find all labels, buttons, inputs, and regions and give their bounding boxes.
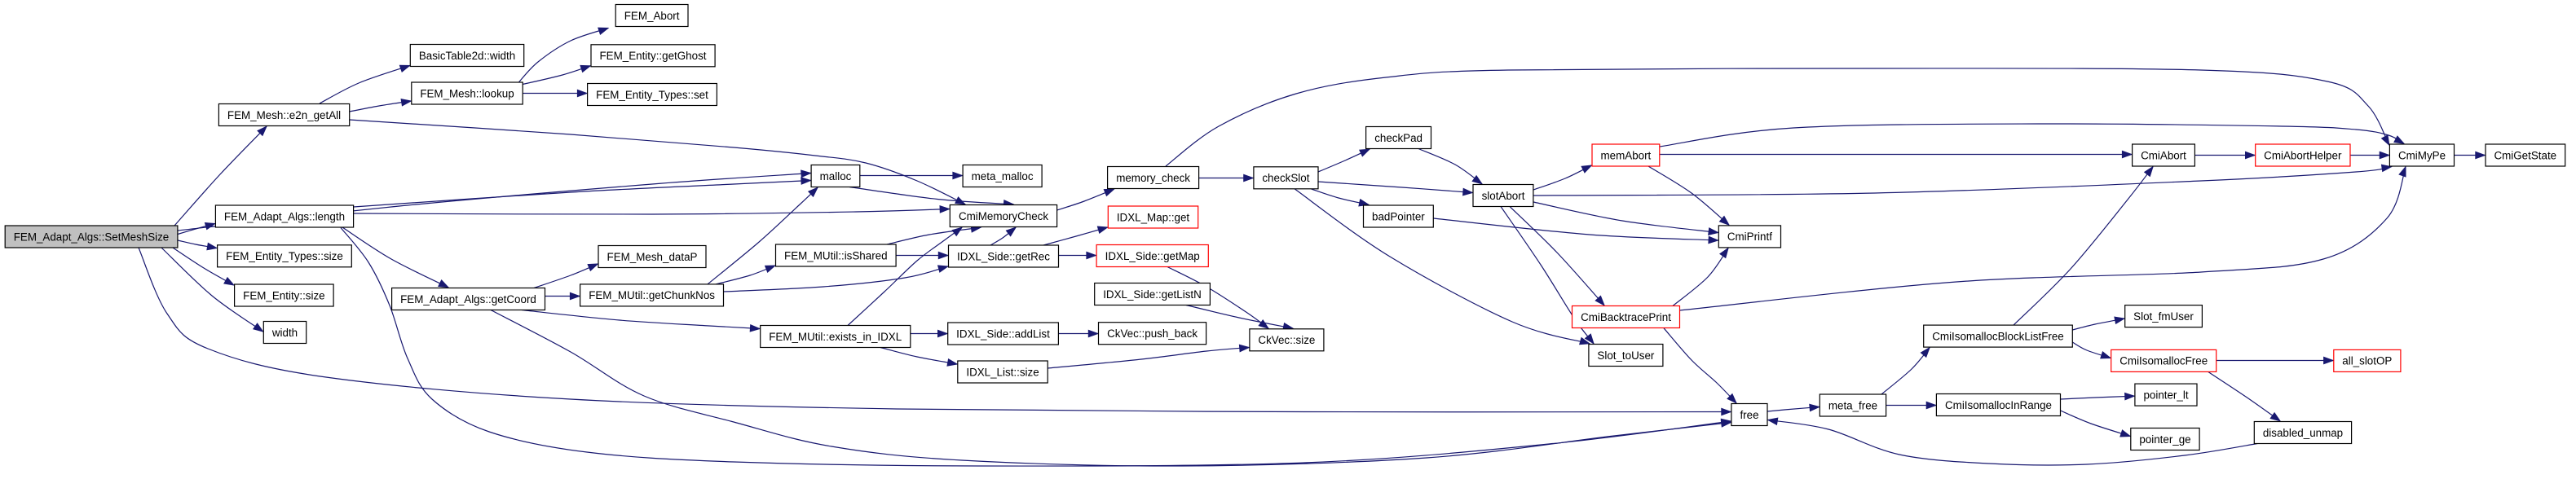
svg-text:pointer_lt: pointer_lt: [2143, 389, 2188, 401]
svg-text:FEM_Mesh::lookup: FEM_Mesh::lookup: [420, 87, 514, 99]
svg-text:Slot_toUser: Slot_toUser: [1597, 349, 1655, 362]
svg-text:CmiAbortHelper: CmiAbortHelper: [2264, 149, 2342, 161]
svg-text:free: free: [1740, 409, 1758, 421]
svg-text:FEM_Abort: FEM_Abort: [624, 10, 680, 22]
svg-text:malloc: malloc: [820, 170, 852, 182]
svg-text:FEM_Adapt_Algs::length: FEM_Adapt_Algs::length: [224, 210, 345, 222]
svg-text:CmiIsomallocInRange: CmiIsomallocInRange: [1945, 399, 2052, 411]
svg-text:FEM_MUtil::isShared: FEM_MUtil::isShared: [784, 249, 888, 261]
svg-text:CmiMemoryCheck: CmiMemoryCheck: [959, 210, 1048, 222]
svg-text:memory_check: memory_check: [1116, 172, 1190, 184]
svg-text:slotAbort: slotAbort: [1482, 190, 1525, 202]
svg-text:CkVec::push_back: CkVec::push_back: [1107, 327, 1198, 340]
svg-text:FEM_Mesh::e2n_getAll: FEM_Mesh::e2n_getAll: [227, 109, 341, 121]
svg-text:CmiMyPe: CmiMyPe: [2398, 149, 2446, 161]
svg-text:CkVec::size: CkVec::size: [1258, 334, 1315, 346]
svg-text:IDXL_Side::getMap: IDXL_Side::getMap: [1105, 250, 1200, 262]
svg-text:FEM_Mesh_dataP: FEM_Mesh_dataP: [607, 251, 698, 263]
svg-text:disabled_unmap: disabled_unmap: [2263, 427, 2343, 439]
svg-text:IDXL_Side::addList: IDXL_Side::addList: [956, 327, 1050, 340]
svg-text:FEM_Entity::size: FEM_Entity::size: [243, 289, 324, 301]
svg-text:pointer_ge: pointer_ge: [2139, 433, 2190, 446]
svg-text:CmiAbort: CmiAbort: [2141, 149, 2186, 161]
svg-text:FEM_MUtil::exists_in_IDXL: FEM_MUtil::exists_in_IDXL: [769, 331, 902, 343]
svg-text:CmiIsomallocFree: CmiIsomallocFree: [2119, 355, 2208, 367]
svg-text:width: width: [271, 327, 298, 339]
svg-text:CmiBacktracePrint: CmiBacktracePrint: [1581, 311, 1671, 323]
svg-text:badPointer: badPointer: [1372, 210, 1425, 222]
svg-text:IDXL_Side::getListN: IDXL_Side::getListN: [1103, 288, 1202, 301]
svg-text:checkPad: checkPad: [1374, 132, 1423, 144]
svg-text:IDXL_List::size: IDXL_List::size: [966, 366, 1039, 378]
svg-text:CmiGetState: CmiGetState: [2494, 149, 2556, 161]
svg-text:IDXL_Map::get: IDXL_Map::get: [1117, 211, 1190, 223]
svg-text:CmiIsomallocBlockListFree: CmiIsomallocBlockListFree: [1932, 330, 2063, 342]
svg-text:Slot_fmUser: Slot_fmUser: [2133, 310, 2194, 323]
svg-text:FEM_Adapt_Algs::getCoord: FEM_Adapt_Algs::getCoord: [400, 293, 536, 305]
svg-text:FEM_Entity_Types::size: FEM_Entity_Types::size: [226, 250, 343, 262]
svg-text:memAbort: memAbort: [1601, 149, 1652, 161]
svg-text:FEM_Entity::getGhost: FEM_Entity::getGhost: [600, 50, 707, 62]
svg-text:FEM_Adapt_Algs::SetMeshSize: FEM_Adapt_Algs::SetMeshSize: [14, 231, 170, 243]
svg-text:FEM_MUtil::getChunkNos: FEM_MUtil::getChunkNos: [589, 289, 715, 301]
svg-text:FEM_Entity_Types::set: FEM_Entity_Types::set: [596, 89, 708, 101]
svg-text:meta_free: meta_free: [1828, 399, 1877, 411]
svg-text:IDXL_Side::getRec: IDXL_Side::getRec: [957, 250, 1050, 262]
svg-text:checkSlot: checkSlot: [1262, 172, 1309, 184]
svg-text:all_slotOP: all_slotOP: [2342, 355, 2392, 367]
svg-text:BasicTable2d::width: BasicTable2d::width: [419, 50, 515, 62]
svg-text:CmiPrintf: CmiPrintf: [1727, 231, 1772, 243]
svg-text:meta_malloc: meta_malloc: [972, 170, 1034, 182]
